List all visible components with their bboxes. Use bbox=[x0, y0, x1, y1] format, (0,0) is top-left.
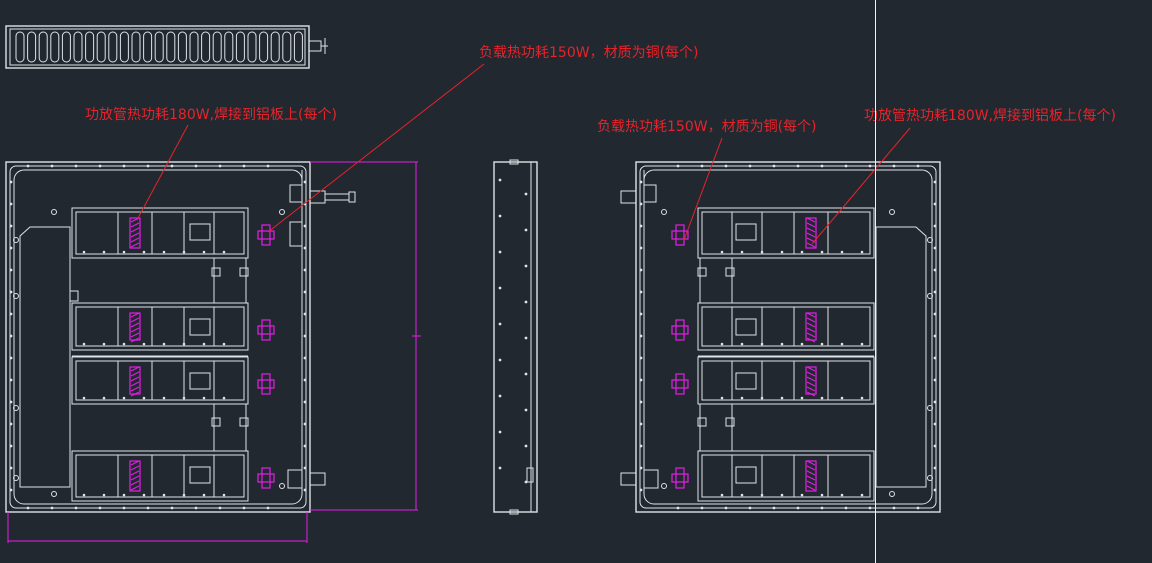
left-enclosure-view bbox=[5, 161, 356, 513]
annotation-load-top: 负载热功耗150W，材质为铜(每个) bbox=[479, 45, 699, 61]
annotation-leaders bbox=[136, 63, 911, 245]
annotation-amp-right: 功放管热功耗180W,焊接到铝板上(每个) bbox=[864, 107, 1116, 124]
annotation-load-right: 负载热功耗150W，材质为铜(每个) bbox=[597, 119, 817, 135]
dimension-lines-left bbox=[7, 161, 421, 543]
heatsink-top-view bbox=[5, 25, 328, 69]
side-profile-view bbox=[493, 159, 538, 515]
right-enclosure-view bbox=[620, 161, 941, 513]
annotation-amp-left: 功放管热功耗180W,焊接到铝板上(每个) bbox=[85, 106, 337, 123]
